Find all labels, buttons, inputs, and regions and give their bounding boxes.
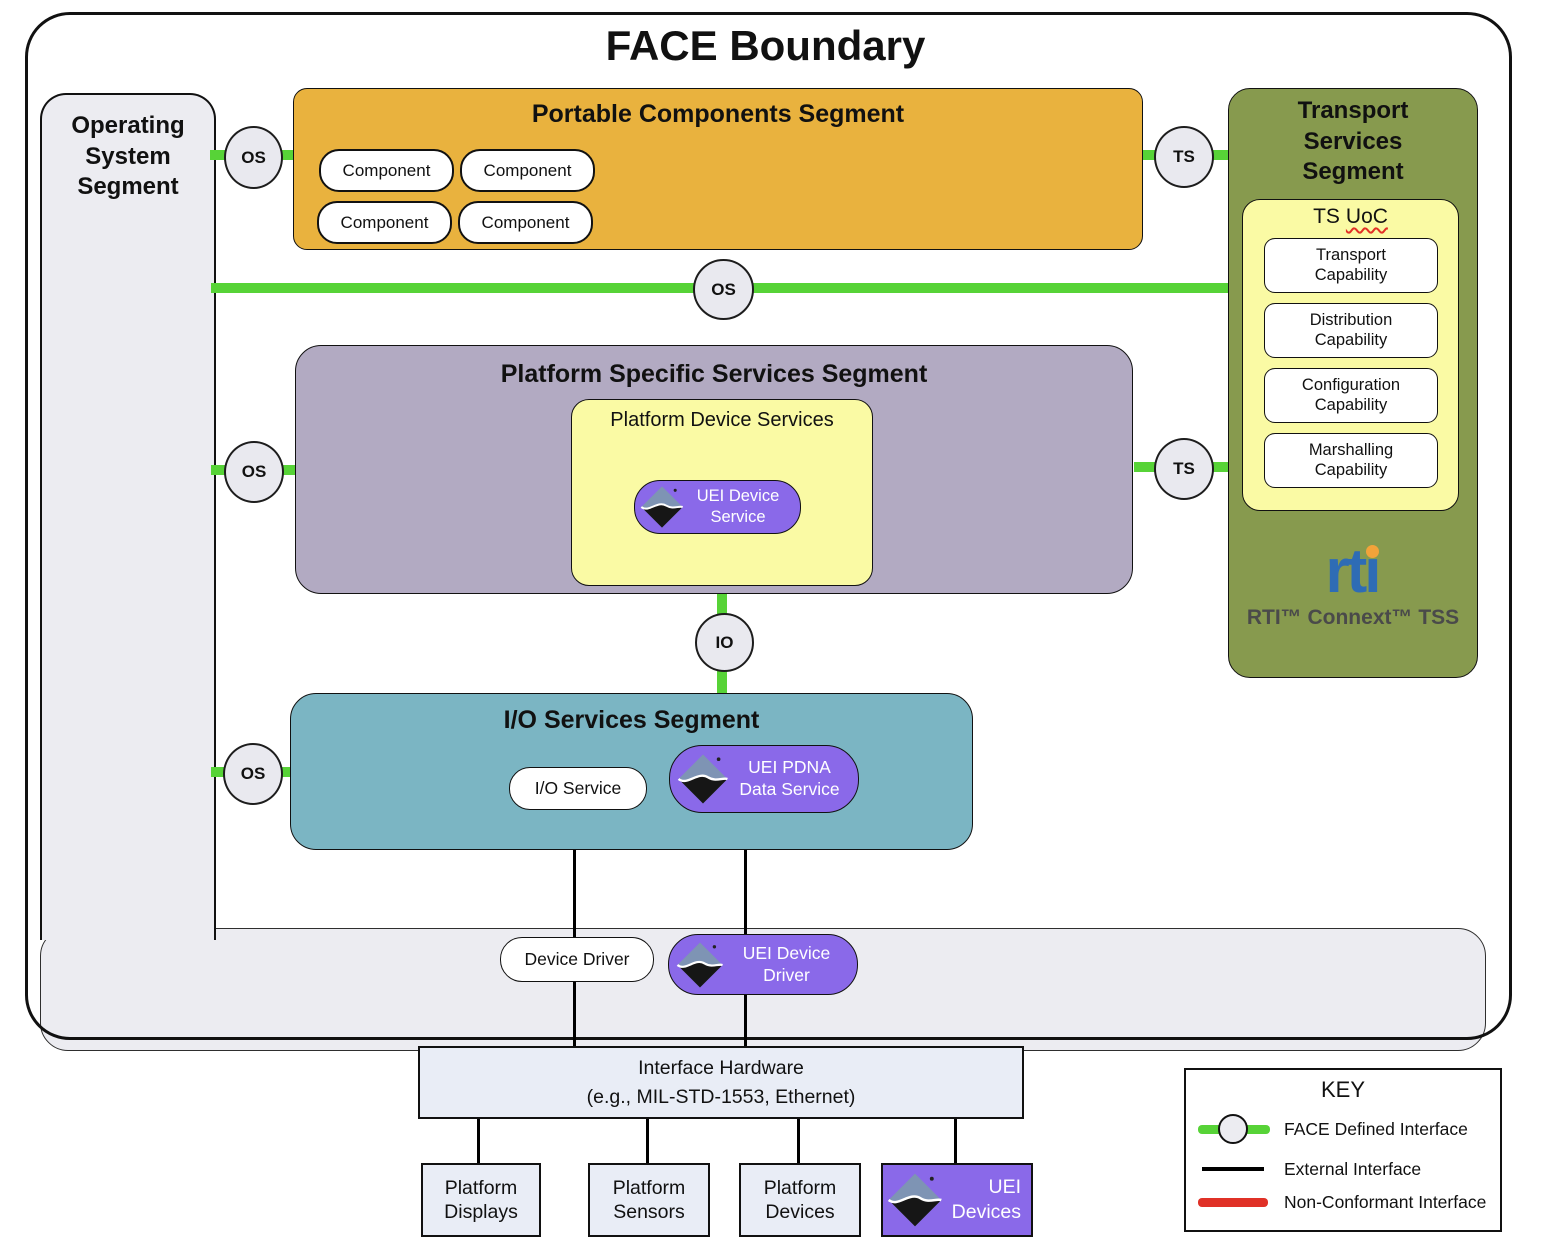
rti-caption: RTI™ Connext™ TSS (1246, 606, 1460, 629)
uei-device-driver-label: UEI Device Driver (724, 943, 857, 987)
ts-uoc-title-name: UoC (1345, 205, 1388, 228)
portable-components-segment: Portable Components Segment Component Co… (293, 88, 1143, 250)
key-label-external: External Interface (1284, 1158, 1422, 1179)
uei-device-service-line2: Service (710, 508, 766, 526)
uei-devices-line2: Devices (951, 1201, 1021, 1223)
key-label-face-defined: FACE Defined Interface (1284, 1118, 1468, 1139)
capability-label: Marshalling Capability (1308, 441, 1394, 479)
os-connector-circle: OS (224, 441, 284, 503)
interface-hardware-line1: Interface Hardware (638, 1057, 804, 1080)
key-label-non-conformant: Non-Conformant Interface (1284, 1191, 1487, 1212)
uei-diamond-icon (676, 941, 723, 988)
uei-device-driver-pill: UEI Device Driver (668, 934, 858, 995)
io-connector-circle: IO (695, 613, 754, 672)
io-services-title: I/O Services Segment (503, 706, 760, 734)
portable-components-title: Portable Components Segment (531, 100, 905, 128)
capability-box: Marshalling Capability (1264, 433, 1438, 488)
ts-connector-circle: TS (1154, 126, 1214, 188)
platform-devices-label: Platform Devices (763, 1176, 837, 1223)
component-pill: Component (319, 149, 454, 192)
capability-label: Distribution Capability (1309, 311, 1393, 349)
os-connector-circle: OS (224, 126, 283, 189)
ts-connector-circle: TS (1154, 438, 1214, 500)
capability-label: Transport Capability (1314, 246, 1388, 284)
platform-displays-box: Platform Displays (421, 1163, 541, 1237)
hardware-to-devices-line (797, 1115, 800, 1164)
key-legend: KEY FACE Defined Interface External Inte… (1184, 1068, 1502, 1232)
uei-device-service-line1: UEI Device (696, 487, 780, 506)
key-title: KEY (1320, 1077, 1366, 1102)
key-row-external: External Interface (1198, 1152, 1421, 1186)
hardware-to-uei-devices-line (954, 1115, 957, 1164)
uei-device-service-label: UEI Device Service (684, 486, 800, 527)
component-pill: Component (458, 201, 593, 244)
component-pill: Component (317, 201, 452, 244)
black-line-icon (1202, 1167, 1264, 1171)
operating-system-segment-title: Operating System Segment (71, 112, 185, 201)
platform-specific-title: Platform Specific Services Segment (500, 360, 928, 388)
capability-box: Transport Capability (1264, 238, 1438, 293)
transport-services-title: Transport Services Segment (1297, 97, 1409, 186)
non-conformant-interface-swatch (1198, 1185, 1272, 1219)
platform-sensors-box: Platform Sensors (588, 1163, 710, 1237)
face-defined-interface-swatch (1198, 1112, 1272, 1146)
uei-diamond-icon (677, 754, 728, 804)
component-pill: Component (460, 149, 595, 192)
uei-pdna-to-hardware-line (744, 810, 747, 1047)
operating-system-segment: Operating System Segment (40, 93, 216, 940)
io-service-to-hardware-line (573, 806, 576, 1047)
uei-devices-line1: UEI (988, 1175, 1021, 1198)
platform-devices-box: Platform Devices (739, 1163, 861, 1237)
uei-pdna-line2: Data Service (739, 779, 840, 799)
red-line-icon (1198, 1198, 1268, 1207)
ts-uoc-title-prefix: TS (1313, 205, 1340, 228)
capability-label: Configuration Capability (1301, 376, 1401, 414)
uei-device-driver-line1: UEI Device (742, 942, 831, 963)
uei-pdna-data-service-pill: UEI PDNA Data Service (669, 745, 859, 813)
platform-specific-services-segment: Platform Specific Services Segment Platf… (295, 345, 1133, 594)
platform-device-services-box: Platform Device Services UEI Device Serv… (571, 399, 873, 586)
capability-box: Configuration Capability (1264, 368, 1438, 423)
diagram-title: FACE Boundary (605, 22, 926, 69)
device-driver-pill: Device Driver (500, 937, 654, 982)
uei-pdna-line1: UEI PDNA (748, 757, 831, 778)
io-service-pill: I/O Service (509, 767, 647, 810)
uei-diamond-icon (640, 486, 683, 528)
os-connector-circle: OS (223, 743, 283, 805)
platform-sensors-label: Platform Sensors (612, 1176, 686, 1223)
rti-logo: rti RTI™ Connext™ TSS (1229, 541, 1477, 630)
interface-hardware-line2: (e.g., MIL-STD-1553, Ethernet) (586, 1085, 856, 1108)
key-row-face-defined: FACE Defined Interface (1198, 1112, 1468, 1146)
uei-diamond-icon (887, 1173, 942, 1227)
platform-displays-label: Platform Displays (444, 1176, 518, 1223)
uei-device-service-pill: UEI Device Service (634, 480, 801, 534)
uei-devices-label: UEI Devices (943, 1175, 1031, 1226)
key-row-non-conformant: Non-Conformant Interface (1198, 1185, 1486, 1219)
interface-circle-icon (1218, 1114, 1248, 1144)
interface-hardware-box: Interface Hardware (e.g., MIL-STD-1553, … (418, 1046, 1024, 1119)
os-connector-circle: OS (693, 259, 754, 320)
hardware-to-sensors-line (646, 1115, 649, 1164)
hardware-to-displays-line (477, 1115, 480, 1164)
capability-box: Distribution Capability (1264, 303, 1438, 358)
uei-pdna-label: UEI PDNA Data Service (729, 757, 858, 801)
external-interface-swatch (1198, 1152, 1272, 1186)
uei-devices-box: UEI Devices (881, 1163, 1033, 1237)
rti-logo-icon: rti (1325, 537, 1382, 606)
platform-device-services-title: Platform Device Services (610, 409, 834, 431)
io-services-segment: I/O Services Segment I/O Service UEI PDN… (290, 693, 973, 850)
uei-device-driver-line2: Driver (763, 964, 810, 985)
